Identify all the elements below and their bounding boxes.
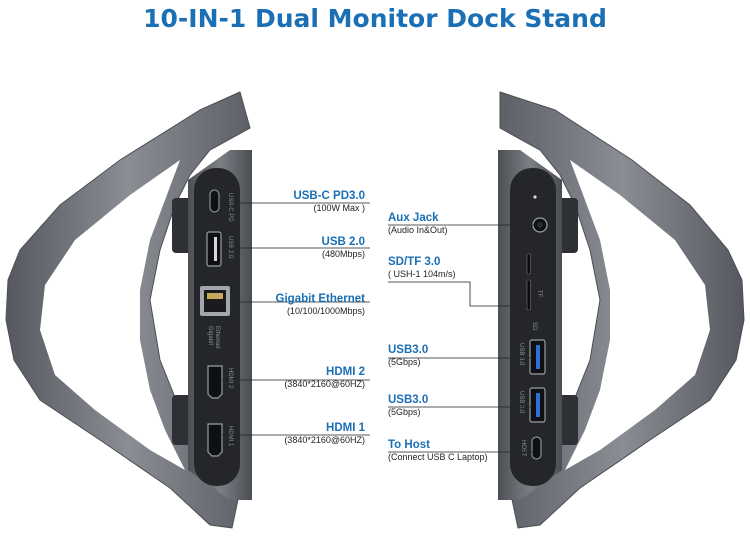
callout-spec: (100W Max ) [313, 203, 365, 213]
panel-label-usb3-b: USB 3.0 [518, 391, 524, 414]
callout-spec: ( USH-1 104m/s) [388, 269, 456, 279]
panel-label-hdmi1: HDMI 1 [227, 426, 233, 447]
leader-lines [222, 202, 534, 453]
left-port-panel [194, 168, 240, 486]
callout-name: USB3.0 [388, 394, 429, 406]
callout-name: SD/TF 3.0 [388, 256, 441, 268]
panel-label-ethernet-2: Ethernet [214, 326, 220, 349]
callout-usb3-2: USB3.0 (5Gbps) [388, 394, 428, 418]
panel-label-sd: SD [531, 322, 537, 331]
callout-name: USB 2.0 [321, 236, 365, 248]
callout-spec: (10/100/1000Mbps) [286, 306, 365, 316]
hdmi-2-port [207, 365, 223, 399]
panel-label-hdmi2: HDMI 2 [227, 368, 233, 389]
callout-hdmi-1: HDMI 1 (3840*2160@60HZ) [284, 422, 365, 446]
callout-spec: (5Gbps) [388, 407, 421, 417]
usb-c-host-port [531, 436, 542, 460]
callout-spec: (3840*2160@60HZ) [284, 435, 365, 445]
callout-spec: (Connect USB C Laptop) [388, 452, 488, 462]
callout-name: Gigabit Ethernet [275, 293, 365, 305]
callout-hdmi-2: HDMI 2 (3840*2160@60HZ) [284, 366, 365, 390]
callout-gigabit-ethernet: Gigabit Ethernet (10/100/1000Mbps) [276, 293, 365, 317]
usb-c-pd-port [209, 189, 220, 213]
callout-name: To Host [388, 439, 430, 451]
panel-label-host: HOST [520, 440, 526, 457]
callout-name: Aux Jack [388, 212, 439, 224]
callout-name: USB-C PD3.0 [293, 190, 365, 202]
panel-label-ethernet-1: Gigabit [207, 326, 213, 345]
callout-spec: (480Mbps) [321, 249, 365, 259]
hdmi-1-port [207, 423, 223, 457]
callout-to-host: To Host (Connect USB C Laptop) [388, 439, 488, 463]
callout-aux-jack: Aux Jack (Audio In&Out) [388, 212, 448, 236]
sd-card-slot [526, 279, 531, 311]
right-stand [498, 91, 745, 529]
callout-sd-tf: SD/TF 3.0 ( USH-1 104m/s) [388, 256, 456, 280]
callout-spec: (5Gbps) [388, 357, 421, 367]
callout-usb-c-pd: USB-C PD3.0 (100W Max ) [293, 190, 365, 214]
callout-spec: (Audio In&Out) [388, 225, 448, 235]
callout-spec: (3840*2160@60HZ) [284, 379, 365, 389]
callout-usb3-1: USB3.0 (5Gbps) [388, 344, 428, 368]
right-panel-ports [526, 195, 548, 460]
left-panel-ports [200, 189, 230, 457]
callout-name: USB3.0 [388, 344, 429, 356]
panel-label-usbc: USB-C PD [227, 193, 233, 222]
panel-label-usb3-a: USB 3.0 [518, 343, 524, 366]
panel-label-usb2: USB 2.0 [227, 236, 233, 259]
left-stand [5, 91, 252, 529]
callout-name: HDMI 1 [326, 422, 365, 434]
callout-name: HDMI 2 [326, 366, 365, 378]
tf-card-slot [526, 253, 531, 275]
callout-usb-2: USB 2.0 (480Mbps) [322, 236, 365, 260]
page-title: 10-IN-1 Dual Monitor Dock Stand [143, 4, 607, 33]
panel-label-tf: TF [536, 290, 542, 298]
